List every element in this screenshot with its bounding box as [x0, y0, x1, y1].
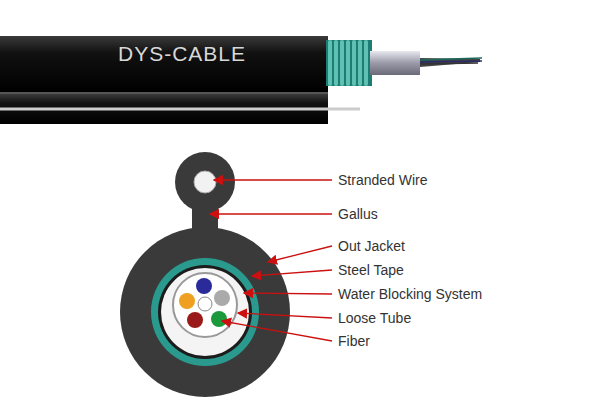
part-label: Stranded Wire — [338, 172, 427, 188]
brand-text: DYS-CABLE — [118, 42, 246, 66]
part-label: Steel Tape — [338, 262, 404, 278]
cable-side-view — [0, 36, 482, 124]
part-label: Loose Tube — [338, 310, 411, 326]
part-label: Water Blocking System — [338, 286, 482, 302]
part-label: Gallus — [338, 206, 378, 222]
part-label: Fiber — [338, 333, 370, 349]
part-label: Out Jacket — [338, 238, 405, 254]
leader-lines — [210, 180, 332, 341]
